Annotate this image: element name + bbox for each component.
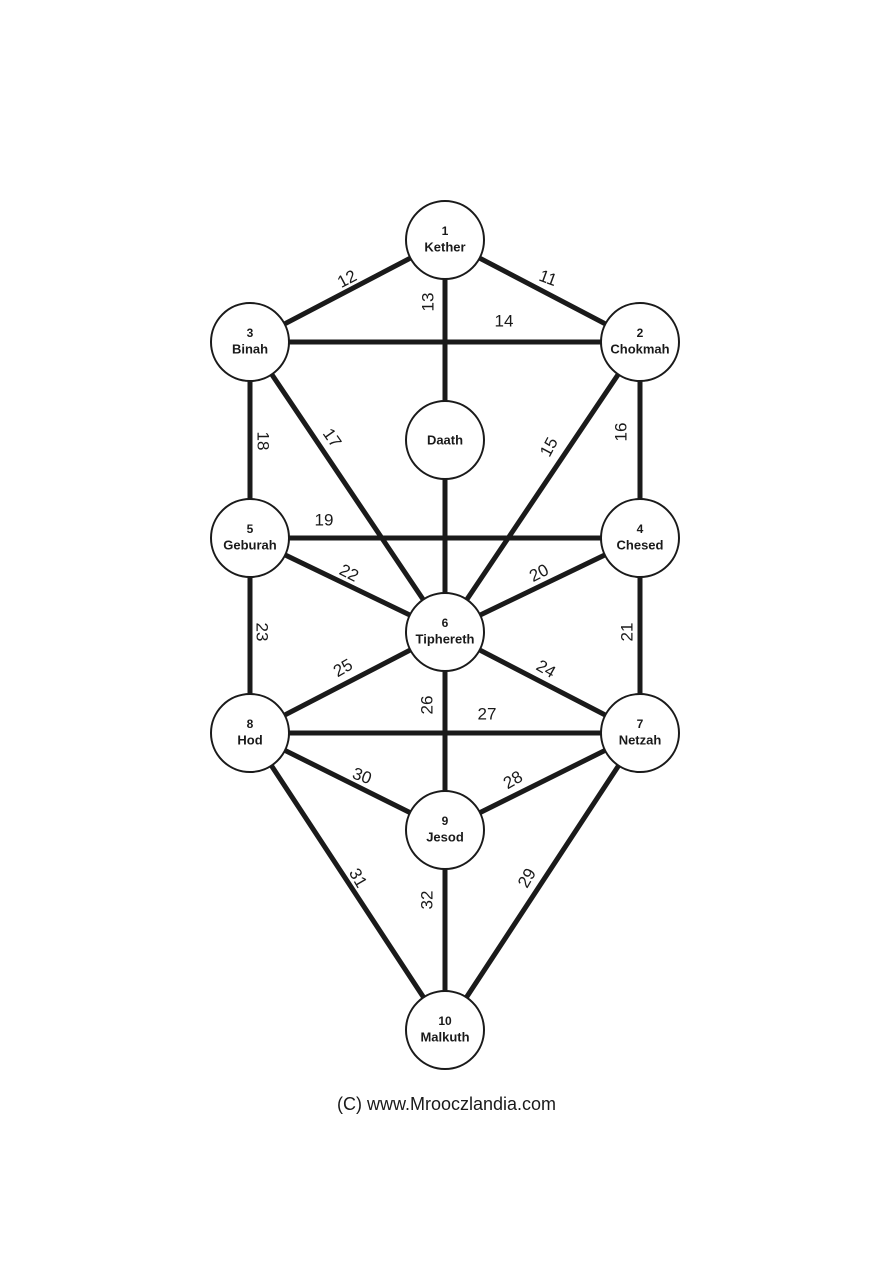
path-line-31 [247, 731, 448, 1032]
path-label-26: 26 [418, 696, 437, 715]
node-number-jesod: 9 [442, 814, 449, 828]
copyright-text: (C) www.Mrooczlandia.com [336, 1094, 557, 1114]
path-label-13: 13 [419, 293, 438, 312]
node-number-tiphereth: 6 [442, 616, 449, 630]
node-circle-jesod [405, 790, 485, 870]
node-number-geburah: 5 [247, 522, 254, 536]
node-circle-chokmah [600, 302, 680, 382]
path-label-21: 21 [618, 623, 637, 642]
node-number-hod: 8 [247, 717, 254, 731]
node-number-chokmah: 2 [637, 326, 644, 340]
path-label-16: 16 [612, 423, 631, 442]
node-name-netzah: Netzah [619, 733, 662, 748]
node-circle-kether [405, 200, 485, 280]
node-name-tiphereth: Tiphereth [416, 632, 475, 647]
node-circle-hod [210, 693, 290, 773]
node-number-kether: 1 [442, 224, 449, 238]
node-name-malkuth: Malkuth [420, 1030, 469, 1045]
node-name-kether: Kether [424, 240, 465, 255]
node-number-binah: 3 [247, 326, 254, 340]
path-label-25: 25 [330, 655, 356, 681]
node-circle-malkuth [405, 990, 485, 1070]
path-label-32: 32 [418, 891, 437, 910]
node-circle-netzah [600, 693, 680, 773]
node-number-malkuth: 10 [438, 1014, 452, 1028]
path-label-18: 18 [254, 432, 273, 451]
path-label-23: 23 [253, 623, 272, 642]
node-name-geburah: Geburah [223, 538, 277, 553]
node-name-hod: Hod [237, 733, 262, 748]
node-name-chokmah: Chokmah [610, 342, 669, 357]
path-line-29 [442, 731, 643, 1032]
path-label-27: 27 [478, 705, 497, 724]
path-label-19: 19 [315, 511, 334, 530]
path-line-15 [442, 340, 643, 634]
node-name-jesod: Jesod [426, 830, 464, 845]
node-daath: Daath [405, 400, 485, 480]
node-name-binah: Binah [232, 342, 268, 357]
path-label-11: 11 [536, 266, 559, 290]
node-circle-tiphereth [405, 592, 485, 672]
path-label-15: 15 [536, 434, 562, 460]
path-line-17 [247, 340, 448, 634]
node-number-netzah: 7 [637, 717, 644, 731]
node-circle-binah [210, 302, 290, 382]
node-name-daath: Daath [427, 433, 463, 448]
node-number-chesed: 4 [637, 522, 644, 536]
path-label-14: 14 [495, 312, 514, 331]
node-circle-geburah [210, 498, 290, 578]
node-circle-daath [405, 400, 485, 480]
node-circle-chesed [600, 498, 680, 578]
node-name-chesed: Chesed [617, 538, 664, 553]
